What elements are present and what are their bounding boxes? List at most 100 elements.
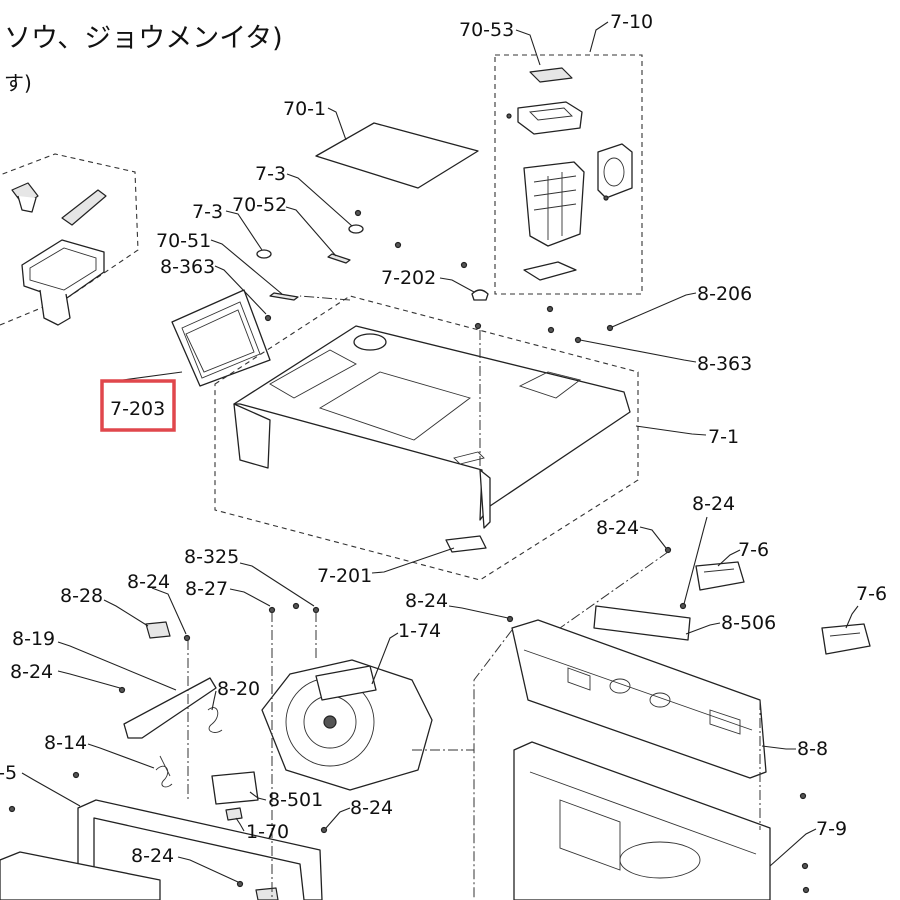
screw [574, 336, 582, 344]
screw [236, 880, 244, 888]
alignment-line [473, 629, 513, 900]
screw [474, 322, 482, 330]
screw [546, 305, 554, 313]
part-7-3-washer [348, 224, 364, 234]
label-8-24: 8-24 [405, 590, 448, 612]
label-8-14: 8-14 [44, 732, 87, 754]
part-8-5-frame [77, 799, 323, 900]
label-70-53: 70-53 [459, 19, 514, 41]
part-70-51-strip [269, 292, 299, 301]
dispenser-nozzle-part [39, 289, 71, 326]
filter-lid-part [517, 101, 583, 135]
screw [354, 209, 362, 217]
label-8-5: 8-5 [0, 762, 17, 784]
screw [460, 261, 468, 269]
screw [292, 602, 300, 610]
label-7-201: 7-201 [317, 565, 372, 587]
label-8-8: 8-8 [797, 738, 828, 760]
label-7-9: 7-9 [816, 818, 847, 840]
part-7-1-top-cover [214, 295, 639, 581]
label-7-6: 7-6 [856, 583, 887, 605]
screw [506, 615, 514, 623]
screw [72, 771, 80, 779]
part-7-201-block [445, 535, 487, 553]
label-7-3: 7-3 [255, 163, 286, 185]
label-7-203: 7-203 [110, 398, 165, 420]
group-7-10-boundary [494, 54, 643, 295]
label-8-325: 8-325 [184, 546, 239, 568]
label-8-24: 8-24 [10, 661, 53, 683]
screw [547, 326, 555, 334]
part-70-53-sheet [529, 67, 573, 83]
part-labels: 70-53 7-10 70-1 7-3 7-3 70-52 70-51 8-36… [0, 11, 887, 867]
part-8-8-panel [511, 619, 767, 779]
dispenser-parts-group [0, 153, 139, 326]
label-7-1: 7-1 [708, 426, 739, 448]
screw [8, 805, 16, 813]
filter-gasket-part [523, 261, 577, 281]
label-8-363: 8-363 [697, 353, 752, 375]
label-7-3: 7-3 [192, 201, 223, 223]
header-title: ソウ、ジョウメンイタ) [4, 23, 283, 54]
part-8-28-pad [145, 621, 171, 639]
part-8-20-spring [207, 707, 223, 733]
label-8-24: 8-24 [131, 845, 174, 867]
part-lower-block [255, 887, 279, 900]
filter-basket-part [523, 161, 585, 247]
screw [799, 792, 807, 800]
screw [268, 606, 276, 614]
part-base-frame [0, 851, 161, 900]
part-8-14-spring [155, 755, 173, 788]
label-70-52: 70-52 [232, 194, 287, 216]
label-7-6: 7-6 [738, 539, 769, 561]
label-70-1: 70-1 [283, 98, 326, 120]
part-8-506-bracket [593, 605, 691, 641]
label-8-501: 8-501 [268, 789, 323, 811]
screw [679, 602, 687, 610]
screw [264, 314, 272, 322]
label-1-70: 1-70 [246, 821, 289, 843]
screw [802, 886, 810, 894]
label-8-27: 8-27 [185, 578, 228, 600]
label-8-506: 8-506 [721, 612, 776, 634]
label-1-74: 1-74 [398, 620, 441, 642]
alignment-line [559, 551, 669, 629]
screw [320, 826, 328, 834]
screw [801, 862, 809, 870]
screw [312, 606, 320, 614]
dispenser-cap-base [17, 195, 37, 213]
label-8-20: 8-20 [217, 678, 260, 700]
label-8-24: 8-24 [350, 797, 393, 819]
label-8-28: 8-28 [60, 585, 103, 607]
part-1-70-clip [225, 807, 243, 821]
highlight-box-7-203 [100, 379, 176, 432]
part-7-6-handle [695, 561, 745, 591]
screw [118, 686, 126, 694]
label-8-24: 8-24 [127, 571, 170, 593]
header-subtitle: す) [4, 71, 32, 95]
part-70-52-strip [327, 253, 351, 264]
screw [603, 195, 609, 201]
screw [606, 324, 614, 332]
part-7-203-window [171, 289, 271, 387]
label-8-206: 8-206 [697, 283, 752, 305]
filter-box-group-7-10 [494, 54, 643, 295]
alignment-line [299, 295, 351, 301]
group-7-1-boundary [214, 295, 639, 581]
label-7-10: 7-10 [610, 11, 653, 33]
part-7-202-cap [471, 289, 489, 301]
part-8-19-bracket [123, 677, 217, 739]
dispenser-group-boundary [0, 153, 139, 326]
label-8-19: 8-19 [12, 628, 55, 650]
part-7-6-handle [821, 623, 871, 655]
dispenser-tray-part [21, 239, 105, 301]
label-7-202: 7-202 [381, 267, 436, 289]
filter-frame-part [597, 143, 633, 199]
leader-lines [21, 21, 859, 883]
part-7-9-panel [513, 741, 771, 900]
screw [506, 113, 512, 119]
part-8-501-switch [211, 771, 259, 805]
label-8-363: 8-363 [160, 256, 215, 278]
part-7-3-washer [256, 249, 272, 259]
